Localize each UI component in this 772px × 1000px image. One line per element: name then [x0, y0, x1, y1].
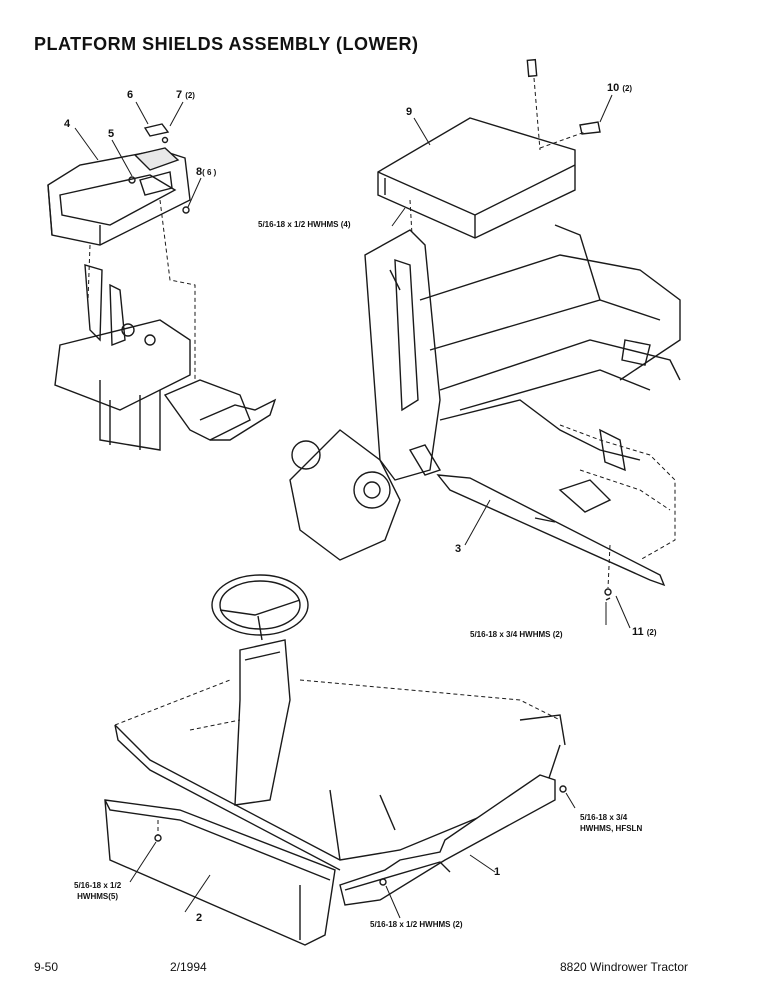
callout-3: 3	[455, 543, 462, 555]
callout-10-qty: (2)	[622, 84, 633, 93]
console-shield-part-4	[47, 147, 191, 246]
callout-7: 7 (2)	[176, 89, 195, 101]
shield-part-2	[104, 799, 336, 946]
hardware-label-side-line2: HWHMS, HFSLN	[580, 824, 643, 833]
model-name: 8820 Windrower Tractor	[560, 960, 689, 974]
callout-2: 2	[196, 912, 203, 924]
callout-1: 1	[494, 866, 501, 878]
callout-8-number: 8	[196, 166, 203, 178]
steering-column	[234, 639, 291, 806]
leader-lines	[74, 94, 631, 919]
callout-11: 11 (2)	[632, 626, 656, 638]
callout-10-number: 10	[607, 82, 620, 94]
callout-10: 10 (2)	[607, 82, 632, 94]
frame-structure	[289, 199, 681, 561]
callout-6: 6	[127, 89, 134, 101]
strap-part-3	[436, 474, 666, 601]
page-title: PLATFORM SHIELDS ASSEMBLY (LOWER)	[34, 34, 419, 54]
callout-9: 9	[406, 106, 413, 118]
hardware-label-right-shield-screws: 5/16-18 x 1/2 HWHMS (2)	[370, 920, 463, 929]
hardware-label-strap-screws: 5/16-18 x 3/4 HWHMS (2)	[470, 630, 563, 639]
callout-7-number: 7	[176, 89, 183, 101]
hardware-label-side-screws: 5/16-18 x 3/4 HWHMS, HFSLN	[580, 812, 642, 834]
shield-part-1	[339, 774, 567, 906]
hardware-label-front-screws: 5/16-18 x 1/2 HWHMS(5)	[74, 880, 121, 902]
clip-part-10	[526, 58, 601, 151]
callout-4: 4	[64, 118, 71, 130]
callout-8-qty: ( 6 )	[202, 168, 217, 177]
callout-7-qty: (2)	[185, 91, 195, 100]
steering-wheel	[211, 574, 309, 641]
hardware-label-front-line1: 5/16-18 x 1/2	[74, 881, 122, 890]
small-parts-5-6-7	[128, 123, 170, 184]
callout-8: 8( 6 )	[196, 166, 216, 178]
page-number: 9-50	[34, 960, 59, 974]
cover-part-9	[377, 117, 576, 239]
hardware-label-cover-screws: 5/16-18 x 1/2 HWHMS (4)	[258, 220, 351, 229]
steering-console-base	[54, 199, 277, 451]
callout-5: 5	[108, 128, 115, 140]
hardware-label-front-line2: HWHMS(5)	[77, 892, 119, 901]
hardware-label-side-line1: 5/16-18 x 3/4	[580, 813, 628, 822]
callout-11-number: 11	[632, 626, 644, 638]
revision-date: 2/1994	[170, 960, 207, 974]
callout-11-qty: (2)	[646, 628, 657, 637]
